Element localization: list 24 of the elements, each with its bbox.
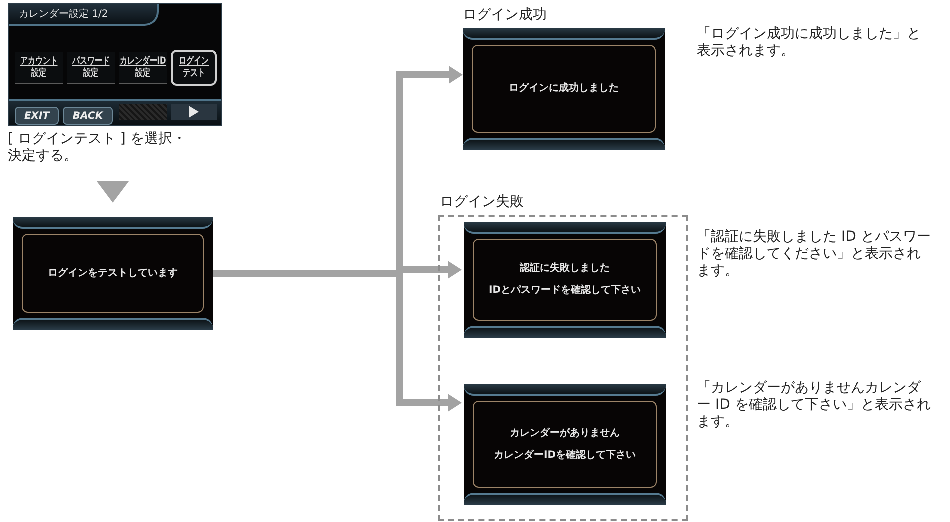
menu-button: ログイン テスト bbox=[171, 50, 217, 86]
nav-button: EXIT bbox=[15, 107, 59, 125]
menu-screen bbox=[8, 3, 222, 126]
description-text: 「認証に失敗しました ID とパスワードを確認してください」と表示されます。 bbox=[697, 229, 931, 280]
description-text: 「カレンダーがありませんカレンダー ID を確認して下さい」と表示されます。 bbox=[697, 380, 931, 431]
screen-title: カレンダー設定 1/2 bbox=[19, 8, 108, 21]
nav-button: BACK bbox=[63, 107, 113, 125]
down-arrow bbox=[97, 182, 129, 203]
menu-button: パスワード 設定 bbox=[67, 52, 115, 84]
screen-message: ログインをテストしています bbox=[48, 268, 178, 280]
screen-message: カレンダーがありません bbox=[510, 428, 620, 440]
menu-button: カレンダーID 設定 bbox=[119, 52, 167, 84]
screen-panel bbox=[464, 222, 666, 338]
description-text: 「ログイン成功に成功しました」と表示されます。 bbox=[697, 26, 922, 60]
screen-heading: ログイン成功 bbox=[463, 6, 547, 24]
group-heading: ログイン失敗 bbox=[440, 193, 524, 211]
screen-message: 認証に失敗しました bbox=[520, 263, 610, 275]
description-text: [ ログインテスト ] を選択・決定する。 bbox=[8, 131, 188, 165]
screen-message: ログインに成功しました bbox=[509, 83, 619, 95]
menu-button: アカウント 設定 bbox=[15, 52, 63, 84]
screen-panel bbox=[464, 384, 666, 505]
screen-message: IDとパスワードを確認して下さい bbox=[488, 285, 642, 297]
screen-message: カレンダーIDを確認して下さい bbox=[494, 450, 636, 462]
screen-panel bbox=[13, 217, 213, 330]
